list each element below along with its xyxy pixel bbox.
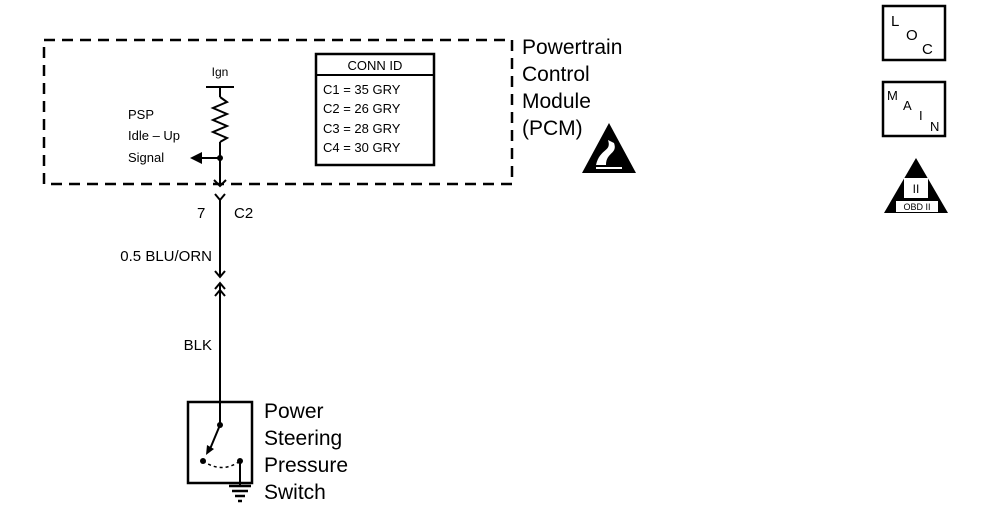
svg-text:I: I bbox=[919, 108, 923, 123]
signal-arrow-icon bbox=[190, 152, 202, 164]
switch-name-line-4: Switch bbox=[264, 481, 326, 504]
conn-id-row: C1 = 35 GRY bbox=[323, 82, 401, 97]
conn-id-row: C4 = 30 GRY bbox=[323, 140, 401, 155]
signal-label-line-2: Idle – Up bbox=[128, 128, 180, 143]
pcm-boundary bbox=[42, 38, 514, 186]
pull-up-resistor bbox=[210, 96, 230, 143]
svg-text:O: O bbox=[906, 27, 918, 44]
pcm-name-line-4: (PCM) bbox=[522, 117, 583, 140]
switch-blade bbox=[209, 424, 221, 450]
connector-id: C2 bbox=[234, 205, 253, 222]
svg-text:OBD II: OBD II bbox=[903, 202, 930, 212]
switch-name-line-3: Pressure bbox=[264, 454, 348, 477]
switch-name-line-1: Power bbox=[264, 400, 324, 423]
switch-arrow-icon bbox=[206, 445, 214, 455]
main-symbol-icon: M A I N bbox=[881, 80, 947, 138]
esd-warning-icon bbox=[582, 123, 636, 173]
pcm-name-line-2: Control bbox=[522, 63, 590, 86]
connector-c2-icon bbox=[214, 193, 226, 202]
svg-text:M: M bbox=[887, 88, 898, 103]
conn-id-row: C3 = 28 GRY bbox=[323, 121, 401, 136]
connector-pin: 7 bbox=[197, 205, 205, 222]
wire-lower-label: BLK bbox=[184, 337, 212, 354]
svg-text:A: A bbox=[903, 98, 912, 113]
ign-label: Ign bbox=[212, 65, 229, 79]
svg-text:L: L bbox=[891, 13, 899, 30]
signal-label-line-3: Signal bbox=[128, 150, 164, 165]
switch-actuator-link bbox=[202, 460, 241, 469]
pcm-name-line-3: Module bbox=[522, 90, 591, 113]
pcm-name-line-1: Powertrain bbox=[522, 36, 622, 59]
pcm-connector-chevron-icon bbox=[213, 179, 227, 188]
conn-id-row: C2 = 26 GRY bbox=[323, 101, 401, 116]
obd-ii-icon: II OBD II bbox=[884, 158, 948, 213]
conn-id-header: CONN ID bbox=[348, 58, 403, 73]
conn-id-table: CONN ID C1 = 35 GRY C2 = 26 GRY C3 = 28 … bbox=[314, 52, 436, 167]
signal-label-line-1: PSP bbox=[128, 107, 154, 122]
ground-icon bbox=[229, 484, 251, 503]
svg-text:II: II bbox=[913, 182, 920, 196]
wire-upper-label: 0.5 BLU/ORN bbox=[120, 248, 212, 265]
loc-symbol-icon: L O C bbox=[881, 4, 947, 62]
switch-name-line-2: Steering bbox=[264, 427, 342, 450]
inline-connector-icon bbox=[214, 270, 226, 279]
svg-text:N: N bbox=[930, 119, 939, 134]
svg-text:C: C bbox=[922, 41, 933, 58]
